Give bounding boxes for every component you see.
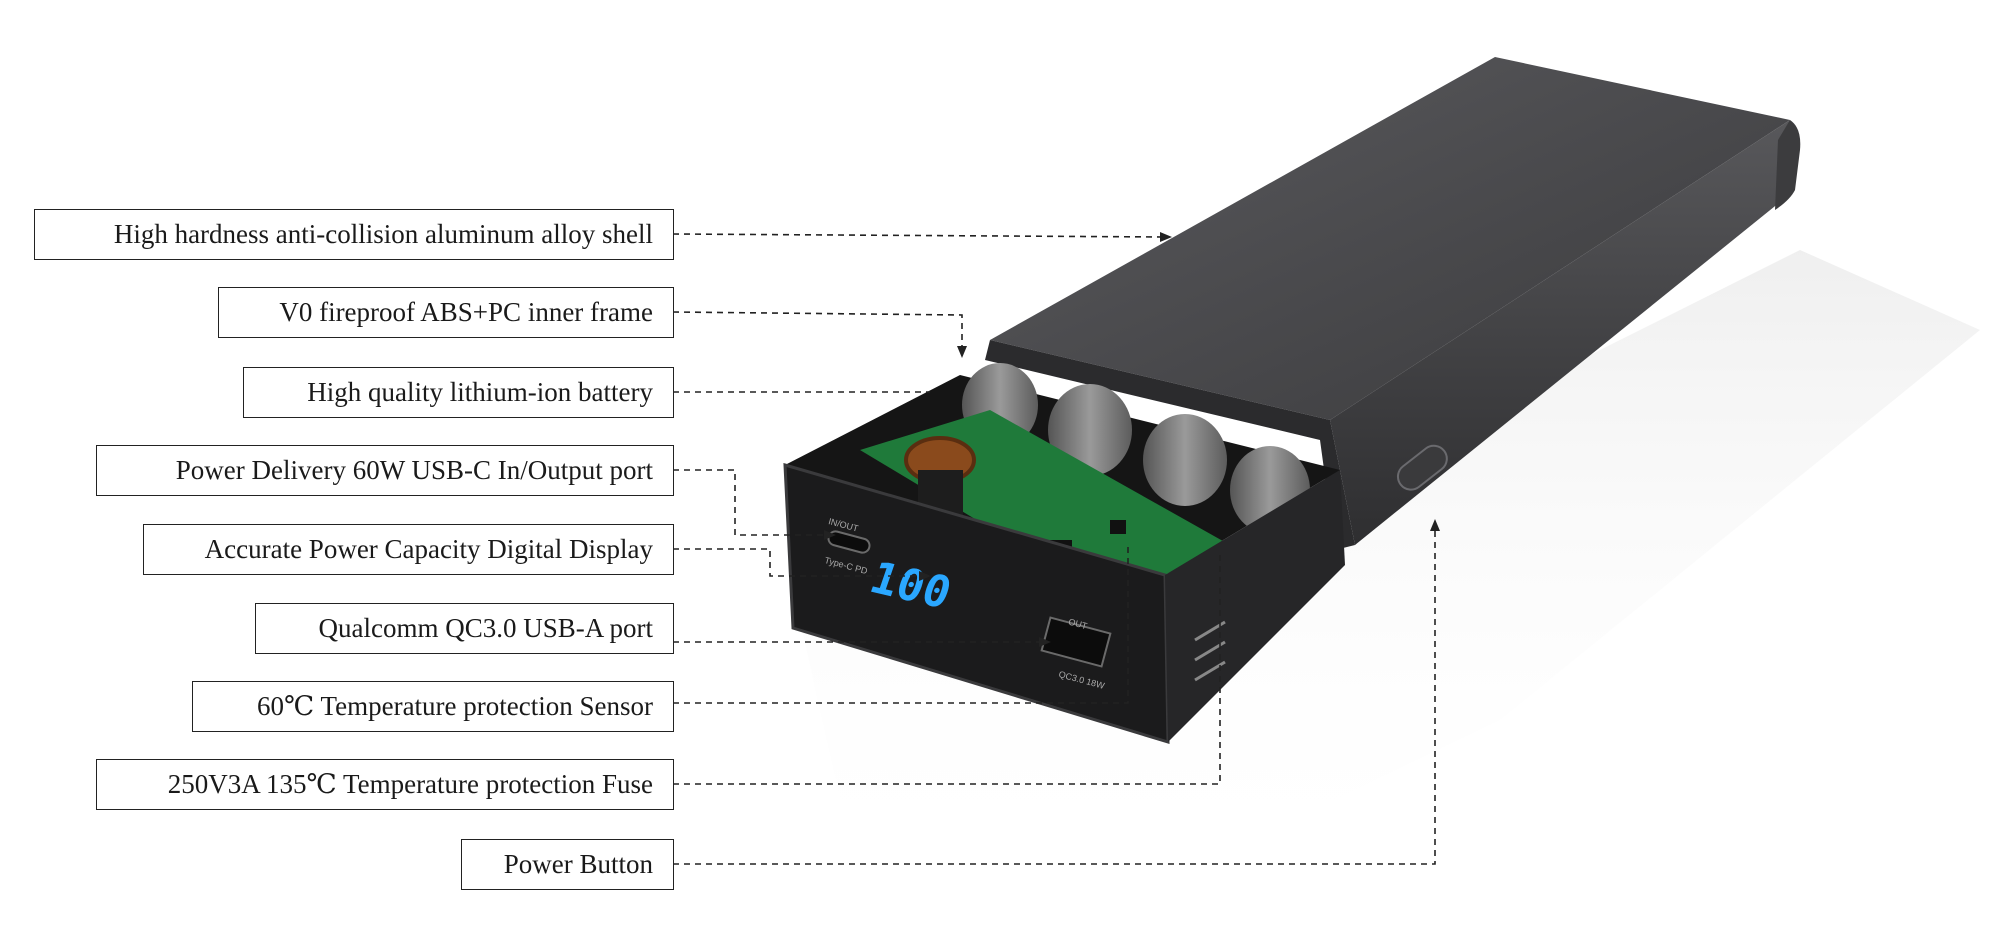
shell-top [990,57,1790,420]
label-aluminum-shell: High hardness anti-collision aluminum al… [34,209,674,260]
label-usb-c-port: Power Delivery 60W USB-C In/Output port [96,445,674,496]
label-usb-a-port: Qualcomm QC3.0 USB-A port [255,603,674,654]
label-power-button: Power Button [461,839,674,890]
label-digital-display: Accurate Power Capacity Digital Display [143,524,674,575]
label-inner-frame: V0 fireproof ABS+PC inner frame [218,287,674,338]
label-temp-fuse: 250V3A 135℃ Temperature protection Fuse [96,759,674,810]
power-button-shape [1396,444,1448,491]
label-temp-sensor: 60℃ Temperature protection Sensor [192,681,674,732]
shell-end [1775,120,1801,210]
shell-opening [985,340,1355,550]
label-lithium-battery: High quality lithium-ion battery [243,367,674,418]
shell-side [1330,120,1795,545]
